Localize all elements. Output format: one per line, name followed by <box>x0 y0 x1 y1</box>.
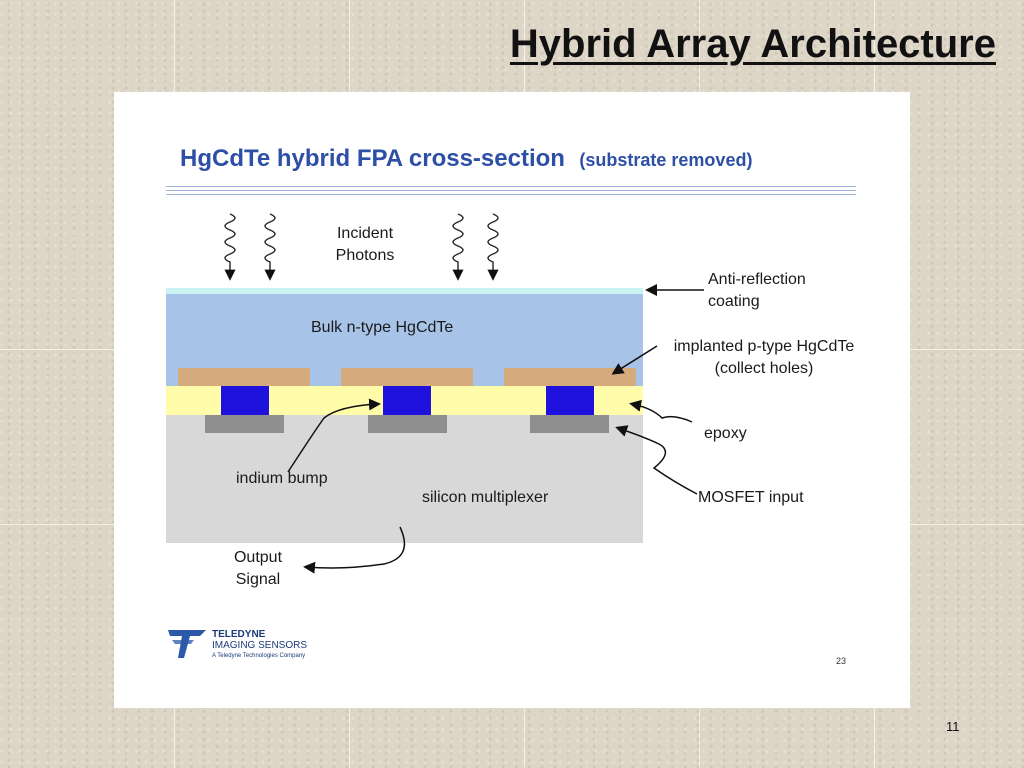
mosfet-input-pad <box>530 415 609 433</box>
figure-page-number: 23 <box>836 656 847 666</box>
teledyne-logo: TELEDYNE IMAGING SENSORS A Teledyne Tech… <box>168 629 307 659</box>
anti-reflection-label-line1: Anti-reflection <box>708 271 806 288</box>
output-signal-label: Output Signal <box>218 547 298 591</box>
epoxy-label: epoxy <box>704 425 747 442</box>
incident-label-line2: Photons <box>335 247 395 264</box>
indium-bump <box>546 386 594 415</box>
slide-page-number: 11 <box>946 719 960 734</box>
implanted-label-line2: (collect holes) <box>714 360 814 377</box>
anti-reflection-coating-layer <box>166 288 643 294</box>
implanted-label: implanted p-type HgCdTe (collect holes) <box>654 336 874 380</box>
photon-wave-icon <box>264 213 276 281</box>
implanted-p-type-region <box>504 368 636 386</box>
photon-wave-icon <box>452 213 464 281</box>
implanted-p-type-region <box>341 368 473 386</box>
heading-rule <box>166 186 856 187</box>
figure-heading-sub: (substrate removed) <box>579 150 753 170</box>
incident-label-line1: Incident <box>336 225 394 242</box>
silicon-multiplexer-label: silicon multiplexer <box>422 489 549 506</box>
incident-photons-label: Incident Photons <box>320 223 410 267</box>
photon-wave-icon <box>487 213 499 281</box>
bulk-hgcdte-label: Bulk n-type HgCdTe <box>311 319 454 336</box>
mosfet-arrow <box>615 425 698 495</box>
indium-bump-arrow <box>287 398 381 473</box>
implanted-arrow <box>611 345 658 375</box>
figure-heading-main: HgCdTe hybrid FPA cross-section <box>180 145 565 172</box>
indium-bump <box>383 386 431 415</box>
slide-title: Hybrid Array Architecture <box>509 22 996 66</box>
indium-bump-label: indium bump <box>236 470 328 487</box>
implanted-p-type-region <box>178 368 310 386</box>
diagram-arrows <box>224 213 704 574</box>
anti-reflection-label: Anti-reflection coating <box>708 269 806 313</box>
svg-text:IMAGING SENSORS: IMAGING SENSORS <box>212 640 307 651</box>
heading-rule <box>166 194 856 195</box>
svg-text:TELEDYNE: TELEDYNE <box>212 629 266 640</box>
mosfet-input-pad <box>205 415 284 433</box>
anti-reflection-label-line2: coating <box>708 293 760 310</box>
photon-wave-icon <box>224 213 236 281</box>
figure-panel: HgCdTe hybrid FPA cross-section (substra… <box>114 92 910 708</box>
output-label-line2: Signal <box>235 571 281 588</box>
mosfet-input-pad <box>368 415 447 433</box>
indium-bump <box>221 386 269 415</box>
mosfet-input-label: MOSFET input <box>698 489 804 506</box>
output-label-line1: Output <box>233 549 283 566</box>
heading-rule <box>166 190 856 191</box>
svg-text:A Teledyne Technologies Compan: A Teledyne Technologies Company <box>212 653 305 659</box>
silicon-multiplexer-layer <box>166 415 643 543</box>
output-signal-arrow <box>303 526 406 574</box>
implanted-label-line1: implanted p-type HgCdTe <box>673 338 855 355</box>
epoxy-arrow <box>629 399 693 423</box>
figure-heading: HgCdTe hybrid FPA cross-section (substra… <box>180 145 752 173</box>
